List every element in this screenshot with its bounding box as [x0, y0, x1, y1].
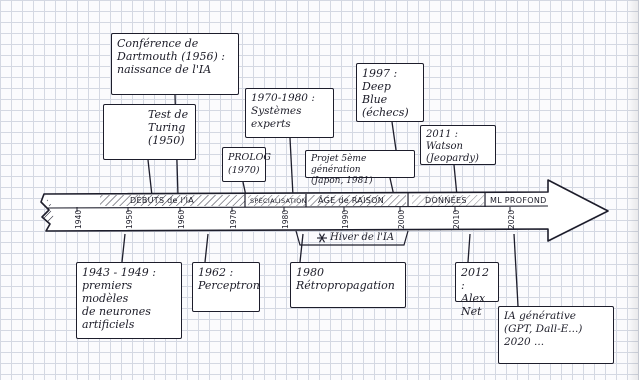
note-watson: 2011 : Watson (Jeopardy)	[420, 125, 496, 165]
note-projet5: Projet 5ème génération (Japon, 1981)	[305, 150, 415, 186]
year-label: 1980	[281, 209, 290, 229]
year-label: 1940	[74, 209, 83, 229]
year-label: 1960	[177, 209, 186, 229]
year-label: 1950	[125, 209, 134, 229]
era-label-specialisation: SPÉCIALISATION	[250, 197, 307, 205]
year-label: 1970	[229, 209, 238, 229]
era-band-donnees	[412, 195, 484, 206]
note-turing: Test de Turing (1950)	[103, 104, 196, 160]
year-label: 2000	[397, 209, 406, 229]
note-perceptron: 1962 : Perceptron	[192, 262, 260, 312]
note-deepblue: 1997 : Deep Blue (échecs)	[356, 63, 424, 122]
era-label-ml: ML PROFOND	[490, 196, 547, 205]
page-edge-shadow	[627, 0, 639, 380]
note-dartmouth: Conférence de Dartmouth (1956) : naissan…	[111, 33, 239, 95]
snowflake-icon	[317, 233, 327, 243]
era-label-debuts: DÉBUTS de l'IA	[130, 196, 195, 205]
year-label: 1990	[341, 209, 350, 229]
era-band-specialisation	[248, 195, 306, 206]
torn-edge-hatch	[42, 194, 54, 231]
note-neurones: 1943 - 1949 : premiers modèles de neuron…	[76, 262, 182, 339]
era-band-debuts	[100, 195, 245, 206]
era-band-raison	[308, 195, 406, 206]
timeline-arrow	[40, 179, 609, 242]
era-label-raison: ÂGE de RAISON	[318, 196, 384, 205]
note-alexnet: 2012 : Alex Net	[455, 262, 499, 318]
year-ticks	[76, 207, 511, 212]
note-prolog: PROLOG (1970)	[222, 147, 271, 182]
note-retropropagation: 1980 Rétropropagation	[290, 262, 406, 308]
connector-lines	[121, 94, 519, 307]
year-label: 2010	[452, 209, 461, 229]
note-generative: IA générative (GPT, Dall-E...) 2020 ...	[498, 306, 614, 364]
note-expert: 1970-1980 : Systèmes experts	[245, 88, 334, 138]
era-separators	[244, 193, 486, 207]
year-label: 2020	[507, 209, 516, 229]
winter-label: Hiver de l'IA	[330, 232, 395, 243]
winter-bracket	[295, 230, 409, 246]
era-label-donnees: DONNÉES	[425, 196, 467, 205]
